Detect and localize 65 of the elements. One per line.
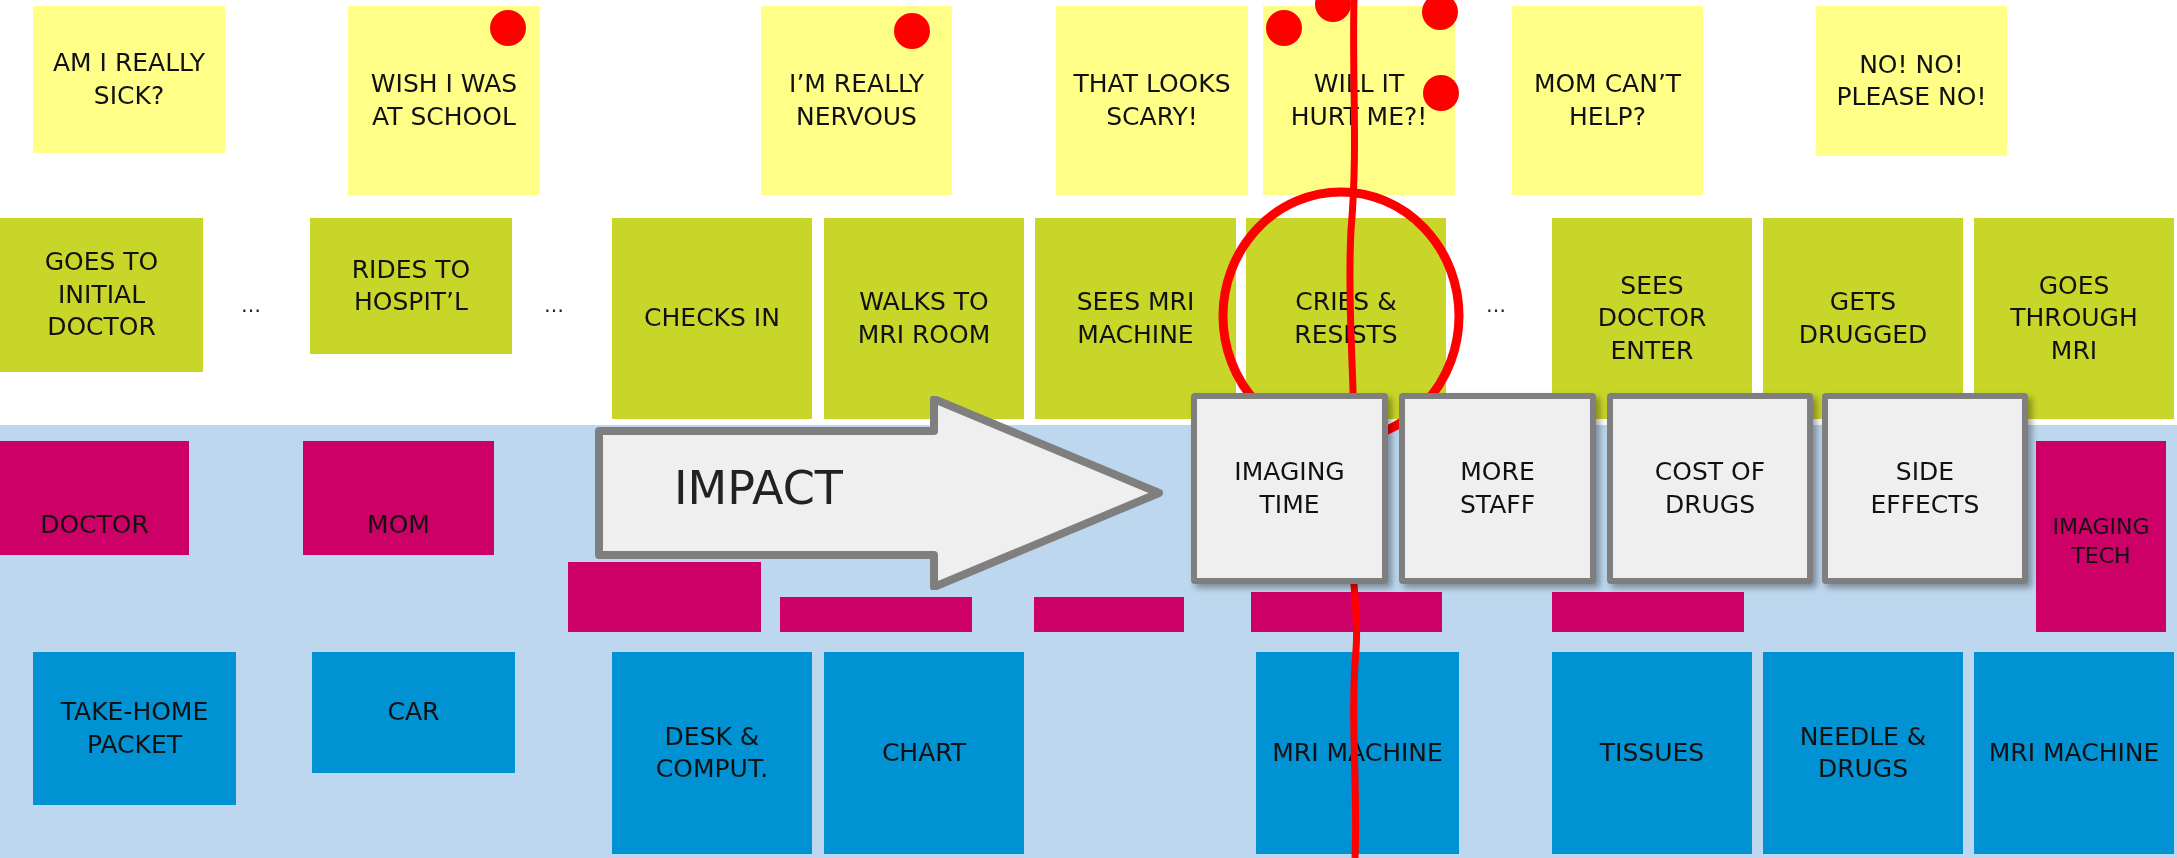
- sticky-note: [33, 6, 225, 153]
- sticky-note: [568, 562, 761, 632]
- sticky-note: [824, 652, 1024, 854]
- sticky-note: [1552, 652, 1752, 854]
- sticky-note: [348, 6, 540, 195]
- impact-card: [1399, 393, 1596, 584]
- sticky-note: [1974, 652, 2174, 854]
- impact-card: [1822, 393, 2028, 584]
- note-text: TISSUES: [1599, 736, 1705, 769]
- note-text: THAT LOOKS SCARY!: [1072, 68, 1232, 133]
- note-text: SEES DOCTOR ENTER: [1596, 269, 1708, 367]
- ellipsis-text: …: [544, 293, 564, 317]
- note-text: GETS DRUGGED: [1797, 286, 1929, 351]
- sticky-note: [303, 441, 494, 555]
- note-text: CAR: [387, 696, 440, 729]
- note-text: DOCTOR: [40, 508, 149, 541]
- note-text: GOES THROUGH MRI: [2009, 269, 2139, 367]
- note-text: IMAGING TECH: [2051, 513, 2151, 570]
- note-text: NEEDLE & DRUGS: [1798, 720, 1928, 785]
- note-text: WALKS TO MRI ROOM: [856, 286, 992, 351]
- note-text: CHART: [881, 736, 967, 769]
- sticky-note: [1763, 652, 1963, 854]
- note-text: IMAGING TIME: [1233, 456, 1346, 521]
- impact-card: [1191, 393, 1388, 584]
- note-text: GOES TO INITIAL DOCTOR: [43, 246, 160, 344]
- note-text: SIDE EFFECTS: [1869, 456, 1981, 521]
- note-text: MOM: [367, 508, 430, 541]
- note-text: COST OF DRUGS: [1653, 456, 1767, 521]
- sticky-note: [1974, 218, 2174, 419]
- ellipsis-text: …: [1486, 293, 1506, 317]
- note-text: MORE STAFF: [1458, 456, 1537, 521]
- sticky-note: [1552, 592, 1744, 632]
- sticky-note: [1256, 652, 1459, 854]
- sticky-note: [1251, 592, 1442, 632]
- ellipsis-text: …: [241, 293, 261, 317]
- note-text: I’M REALLY NERVOUS: [788, 68, 925, 133]
- sticky-note: [780, 597, 972, 632]
- impact-card: [1607, 393, 1813, 584]
- sticky-note: [0, 218, 203, 372]
- sticky-note: [2036, 441, 2166, 632]
- sticky-note: [612, 218, 812, 419]
- sticky-note: [0, 441, 189, 555]
- note-text: AM I REALLY SICK?: [52, 47, 206, 112]
- sticky-note: [33, 652, 236, 805]
- sticky-note: [1056, 6, 1248, 195]
- sticky-note: [824, 218, 1024, 419]
- note-text: DESK & COMPUT.: [654, 720, 770, 785]
- note-text: CHECKS IN: [644, 302, 780, 335]
- note-text: TAKE-HOME PACKET: [59, 696, 210, 761]
- sticky-note: [761, 6, 952, 195]
- sticky-note: [1512, 6, 1703, 195]
- sticky-note: [1816, 6, 2007, 156]
- note-text: MRI MACHINE: [1988, 736, 2160, 769]
- block-arrow: [594, 396, 1164, 590]
- note-text: SEES MRI MACHINE: [1075, 286, 1196, 351]
- sticky-note: [1035, 218, 1236, 419]
- arrow-label: IMPACT: [674, 460, 843, 518]
- sticky-note: [310, 218, 512, 354]
- note-text: MOM CAN’T HELP?: [1532, 68, 1683, 133]
- note-text: WISH I WAS AT SCHOOL: [369, 68, 519, 133]
- sticky-note: [1034, 597, 1184, 632]
- sticky-note: [612, 652, 812, 854]
- note-text: NO! NO! PLEASE NO!: [1835, 48, 1988, 113]
- sticky-note: [312, 652, 515, 773]
- note-text: RIDES TO HOSPIT’L: [350, 253, 472, 318]
